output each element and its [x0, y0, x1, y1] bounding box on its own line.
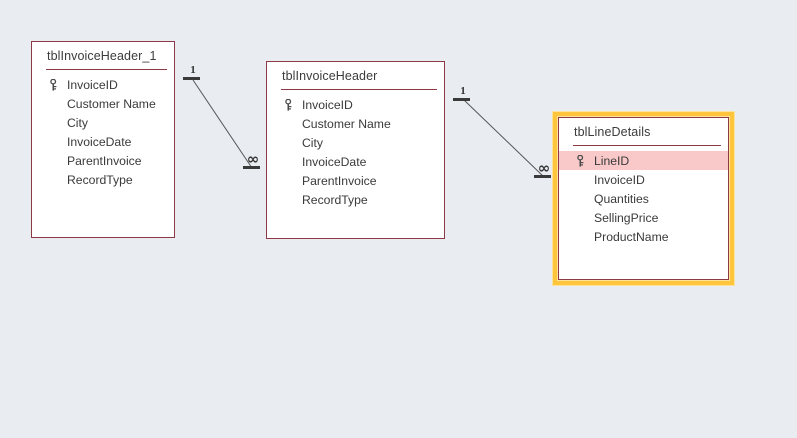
- field-row[interactable]: ProductName: [559, 227, 728, 246]
- many-label: ∞: [537, 159, 551, 177]
- field-name: ParentInvoice: [67, 153, 142, 168]
- field-name: InvoiceID: [594, 172, 645, 187]
- key-icon: [284, 98, 294, 111]
- relationship-2-one-endpoint: 1: [453, 86, 473, 101]
- field-name: ParentInvoice: [302, 173, 377, 188]
- field-name: Quantities: [594, 191, 649, 206]
- table-tblInvoiceHeader[interactable]: tblInvoiceHeader InvoiceID Customer Name: [266, 61, 445, 239]
- relationship-line-2: [463, 99, 545, 178]
- field-row[interactable]: InvoiceDate: [267, 152, 444, 171]
- title-divider: [281, 89, 437, 90]
- field-name: City: [67, 115, 88, 130]
- table-title: tblInvoiceHeader: [282, 69, 378, 83]
- table-title: tblInvoiceHeader_1: [47, 49, 157, 63]
- field-name: InvoiceDate: [67, 134, 132, 149]
- field-row[interactable]: Customer Name: [267, 114, 444, 133]
- field-row[interactable]: Quantities: [559, 189, 728, 208]
- field-list: InvoiceID Customer Name City InvoiceDate…: [32, 75, 174, 189]
- field-name: ProductName: [594, 229, 669, 244]
- field-row[interactable]: SellingPrice: [559, 208, 728, 227]
- endpoint-bar: [183, 77, 200, 80]
- title-divider: [573, 145, 721, 146]
- field-row[interactable]: ParentInvoice: [267, 171, 444, 190]
- field-name: Customer Name: [302, 116, 391, 131]
- field-row[interactable]: City: [32, 113, 174, 132]
- title-divider: [46, 69, 167, 70]
- many-label: ∞: [246, 150, 260, 168]
- field-name: Customer Name: [67, 96, 156, 111]
- one-label: 1: [190, 64, 196, 76]
- one-label: 1: [460, 85, 466, 97]
- field-name: InvoiceID: [302, 97, 353, 112]
- field-name: SellingPrice: [594, 210, 659, 225]
- table-tblInvoiceHeader_1[interactable]: tblInvoiceHeader_1 InvoiceID Customer Na…: [31, 41, 175, 238]
- endpoint-bar: [453, 98, 470, 101]
- table-tblLineDetails[interactable]: tblLineDetails LineID InvoiceID Quant: [553, 112, 734, 285]
- table-title: tblLineDetails: [574, 125, 651, 139]
- field-row[interactable]: LineID: [559, 151, 728, 170]
- field-row[interactable]: InvoiceID: [267, 95, 444, 114]
- relationship-1-many-endpoint: ∞: [243, 150, 263, 169]
- field-row[interactable]: RecordType: [267, 190, 444, 209]
- field-row[interactable]: Customer Name: [32, 94, 174, 113]
- field-list: LineID InvoiceID Quantities SellingPrice…: [559, 151, 728, 246]
- field-name: InvoiceID: [67, 77, 118, 92]
- key-icon: [49, 78, 59, 91]
- field-row[interactable]: RecordType: [32, 170, 174, 189]
- field-row[interactable]: InvoiceID: [559, 170, 728, 189]
- relationship-2-many-endpoint: ∞: [534, 159, 554, 178]
- field-name: LineID: [594, 153, 630, 168]
- field-name: RecordType: [67, 172, 133, 187]
- key-icon: [576, 154, 586, 167]
- field-row[interactable]: ParentInvoice: [32, 151, 174, 170]
- field-name: RecordType: [302, 192, 368, 207]
- relationship-1-one-endpoint: 1: [183, 65, 203, 80]
- field-list: InvoiceID Customer Name City InvoiceDate…: [267, 95, 444, 209]
- field-row[interactable]: InvoiceID: [32, 75, 174, 94]
- field-row[interactable]: InvoiceDate: [32, 132, 174, 151]
- field-name: City: [302, 135, 323, 150]
- field-name: InvoiceDate: [302, 154, 367, 169]
- field-row[interactable]: City: [267, 133, 444, 152]
